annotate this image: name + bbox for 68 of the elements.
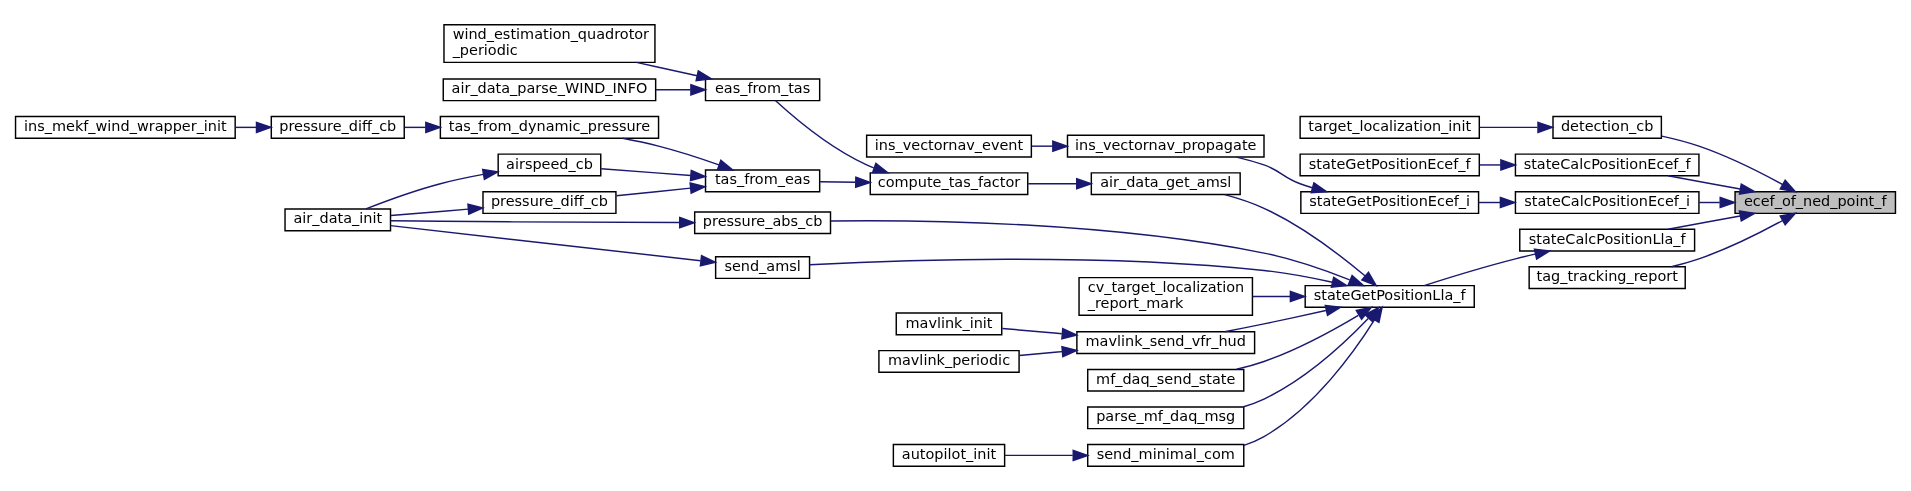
- node-box: stateGetPositionLla_f: [1304, 284, 1475, 308]
- arrow: [1027, 177, 1094, 190]
- node-box: compute_tas_factor: [869, 172, 1029, 196]
- arrow: [655, 83, 708, 96]
- node-box: eas_from_tas: [704, 78, 821, 102]
- node-box: mavlink_init: [895, 312, 1003, 336]
- arrow: [1235, 156, 1329, 194]
- arrow: [1004, 449, 1090, 462]
- node-box: send_amsl: [714, 256, 811, 280]
- arrow: [1670, 212, 1798, 268]
- node-box: tag_tracking_report: [1528, 266, 1686, 290]
- node-box: mavlink_periodic: [878, 349, 1020, 374]
- arrow: [1001, 327, 1079, 340]
- node-box: ecef_of_ned_point_f: [1734, 190, 1897, 215]
- node-box: cv_target_localization _report_mark: [1078, 276, 1254, 316]
- node-box: ins_vectornav_propagate: [1066, 134, 1265, 158]
- arrow: [1423, 248, 1552, 287]
- arrow: [635, 61, 714, 82]
- node-box: stateCalcPositionLla_f: [1519, 228, 1696, 252]
- arrow: [234, 121, 274, 134]
- node-box: send_minimal_com: [1087, 443, 1245, 467]
- node-box: air_data_parse_WIND_INFO: [442, 78, 657, 102]
- arrow: [621, 137, 735, 171]
- arrow: [1667, 210, 1757, 230]
- node-box: stateGetPositionEcef_f: [1299, 153, 1480, 177]
- node-box: air_data_get_amsl: [1090, 172, 1241, 196]
- arrow: [1661, 135, 1798, 193]
- arrow: [1667, 175, 1757, 195]
- node-box: mavlink_send_vfr_hud: [1076, 331, 1256, 355]
- arrow: [615, 182, 708, 197]
- arrow: [1224, 193, 1378, 287]
- arrow: [390, 203, 485, 217]
- arrow: [1251, 290, 1308, 303]
- node-box: ins_vectornav_event: [865, 134, 1033, 158]
- arrow: [1235, 306, 1374, 371]
- node-box: detection_cb: [1552, 115, 1663, 139]
- arrow: [1223, 304, 1343, 333]
- arrow: [1031, 140, 1070, 153]
- node-box: tas_from_eas: [704, 169, 821, 193]
- arrow: [1698, 196, 1737, 209]
- node-box: stateGetPositionEcef_i: [1300, 190, 1480, 215]
- node-box: pressure_abs_cb: [693, 211, 832, 235]
- arrow: [830, 220, 1366, 287]
- arrow: [819, 176, 873, 189]
- arrow: [403, 121, 443, 134]
- arrow: [1478, 121, 1555, 134]
- arrow: [1018, 345, 1079, 358]
- node-box: ins_mekf_wind_wrapper_init: [14, 115, 236, 139]
- arrow: [1478, 158, 1518, 171]
- node-box: mf_daq_send_state: [1087, 368, 1245, 392]
- arrow: [389, 216, 697, 229]
- node-box: wind_estimation_quadrotor _periodic: [443, 24, 656, 64]
- node-box: air_data_init: [284, 208, 392, 232]
- arrow: [600, 168, 708, 182]
- node-box: pressure_diff_cb: [270, 115, 405, 139]
- node-box: target_localization_init: [1299, 115, 1480, 139]
- node-box: tas_from_dynamic_pressure: [439, 115, 660, 139]
- node-box: pressure_diff_cb: [482, 190, 617, 215]
- arrow: [1478, 196, 1518, 209]
- arrow: [809, 258, 1349, 289]
- arrow: [389, 224, 718, 267]
- node-box: autopilot_init: [892, 443, 1006, 467]
- arrow: [365, 168, 500, 210]
- node-box: stateCalcPositionEcef_f: [1514, 153, 1700, 177]
- arrow: [774, 100, 890, 174]
- node-box: stateCalcPositionEcef_i: [1514, 190, 1700, 215]
- node-box: airspeed_cb: [497, 153, 602, 177]
- node-box: parse_mf_daq_msg: [1087, 406, 1245, 430]
